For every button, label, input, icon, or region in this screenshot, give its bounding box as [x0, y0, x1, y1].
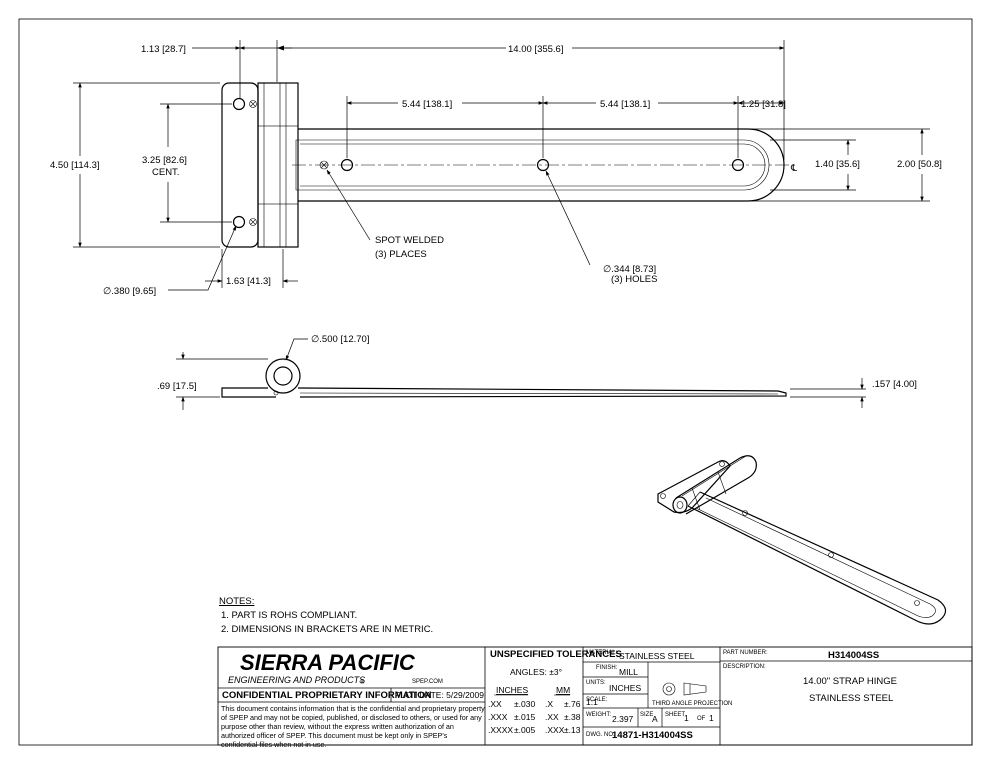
company-logo: SIERRA PACIFIC	[240, 650, 416, 675]
part-number: H314004SS	[828, 650, 879, 661]
weight-value: 2.397	[612, 714, 634, 724]
tol-row-2-mm-fmt: .XXX	[545, 725, 565, 735]
units-value: INCHES	[609, 683, 641, 693]
dim-side-height: .69 [17.5]	[157, 381, 197, 392]
side-strap	[297, 387, 787, 398]
iso-leaf-hole-1	[660, 493, 666, 499]
third-angle-projection-icon	[662, 682, 707, 696]
plot-date: PLOT DATE: 5/29/2009	[395, 690, 484, 700]
dim-overall-length: 14.00 [355.6]	[508, 44, 563, 55]
iso-strap-hole-3	[914, 600, 920, 606]
tol-row-2-mm-val: ±.13	[564, 725, 581, 735]
isometric-view	[657, 455, 947, 625]
dim-end-hole-offset: 1.25 [31.8]	[741, 99, 786, 110]
top-view: ℄ 14.00 [355.6]	[50, 40, 942, 297]
tol-inches-header: INCHES	[496, 685, 528, 695]
tol-row-0-mm-val: ±.76	[564, 699, 581, 709]
dim-leaf-height: 4.50 [114.3]	[50, 160, 100, 171]
tol-row-1-in-val: ±.015	[514, 712, 535, 722]
confidential-title: CONFIDENTIAL PROPRIETARY INFORMATION	[222, 690, 432, 701]
description-label: DESCRIPTION:	[723, 664, 766, 670]
iso-strap-hole-2	[828, 552, 834, 558]
dwg-number: 14871-H314004SS	[612, 730, 693, 741]
tol-row-0-in-fmt: .XX	[488, 699, 502, 709]
spot-weld-label: SPOT WELDED	[375, 235, 444, 246]
dim-leaf-width: 1.63 [41.3]	[226, 276, 271, 287]
side-leaf	[221, 387, 276, 398]
tol-mm-header: MM	[556, 685, 570, 695]
tolerance-angles: ANGLES: ±3°	[510, 667, 562, 677]
strap-hole-2	[536, 158, 550, 172]
strap-hole-1	[340, 158, 354, 172]
spot-weld-qty: (3) PLACES	[375, 249, 427, 260]
size-label: SIZE	[640, 712, 653, 718]
leaf-hole-bottom	[232, 215, 246, 229]
tol-row-2-in-fmt: .XXXX	[488, 725, 513, 735]
registered-mark: ®	[360, 679, 365, 686]
units-label: UNITS:	[586, 680, 606, 686]
finish-value: MILL	[619, 667, 638, 677]
material-value: STAINLESS STEEL	[619, 651, 695, 661]
notes-title: NOTES:	[219, 596, 255, 607]
leaf-hole-top	[232, 97, 246, 111]
company-subtitle: ENGINEERING AND PRODUCTS	[228, 675, 365, 685]
side-view: .69 [17.5] .157 [4.00] ∅.500 [12.70]	[157, 334, 917, 410]
dim-strap-width: 2.00 [50.8]	[897, 159, 942, 170]
part-number-label: PART NUMBER:	[723, 650, 768, 656]
confidential-text: This document contains information that …	[221, 704, 485, 749]
dim-leaf-hole-dia: ∅.380 [9.65]	[103, 286, 156, 297]
material-label: MATERIAL:	[586, 650, 618, 656]
dwg-label: DWG. NO.	[586, 732, 615, 738]
side-knuckle-outer	[265, 358, 301, 394]
iso-leaf-hole-2	[719, 461, 725, 467]
tol-row-0-in-val: ±.030	[514, 699, 535, 709]
finish-label: FINISH:	[596, 665, 618, 671]
leaf-weld-bottom	[249, 218, 257, 226]
dim-leaf-hole-cent: 3.25 [82.6]	[142, 155, 187, 166]
dim-thickness: .157 [4.00]	[872, 379, 917, 390]
company-website: SPEP.COM	[412, 679, 443, 685]
tol-row-1-mm-fmt: .XX	[545, 712, 559, 722]
spot-weld-mark	[319, 160, 329, 170]
dim-cent-label: CENT.	[152, 167, 179, 178]
iso-knuckle	[675, 455, 757, 515]
dim-knuckle-dia: ∅.500 [12.70]	[311, 334, 369, 345]
iso-strap-hole-1	[742, 510, 748, 516]
weight-label: WEIGHT:	[586, 712, 611, 718]
note-2: 2. DIMENSIONS IN BRACKETS ARE IN METRIC.	[221, 624, 434, 635]
dim-hole-spacing-2: 5.44 [138.1]	[600, 99, 650, 110]
tol-row-1-in-fmt: .XXX	[488, 712, 508, 722]
note-1: 1. PART IS ROHS COMPLIANT.	[221, 610, 358, 621]
sheet-value: 1	[684, 713, 689, 723]
of-label: OF	[697, 716, 706, 722]
tol-row-2-in-val: ±.005	[514, 725, 535, 735]
dim-strap-hole-dia: ∅.344 [8.73]	[603, 264, 656, 275]
sheet-label: SHEET	[665, 712, 685, 718]
description-line-2: STAINLESS STEEL	[809, 693, 893, 704]
tol-row-1-mm-val: ±.38	[564, 712, 581, 722]
size-value: A	[652, 714, 658, 724]
scale-label: SCALE:	[586, 697, 608, 703]
description-line-1: 14.00" STRAP HINGE	[803, 676, 897, 687]
leaf-weld-top	[249, 100, 257, 108]
dim-strap-hole-qty: (3) HOLES	[611, 274, 657, 285]
side-weld-dot	[273, 390, 279, 396]
strap-hole-3	[731, 158, 745, 172]
side-knuckle-inner	[273, 366, 293, 386]
centerline-symbol: ℄	[790, 163, 798, 174]
iso-strap	[687, 491, 947, 625]
dim-hole-spacing-1: 5.44 [138.1]	[402, 99, 452, 110]
dim-knuckle-offset: 1.13 [28.7]	[141, 44, 186, 55]
tolerances-title: UNSPECIFIED TOLERANCES	[490, 649, 622, 660]
title-block: SIERRA PACIFIC ENGINEERING AND PRODUCTS …	[217, 646, 973, 746]
scale-value: 1:1	[586, 697, 598, 707]
projection-label: THIRD ANGLE PROJECTION	[652, 701, 732, 707]
sheet-total: 1	[709, 713, 714, 723]
strap-slot	[295, 139, 770, 191]
tol-row-0-mm-fmt: .X	[545, 699, 553, 709]
dim-slot-width: 1.40 [35.6]	[815, 159, 860, 170]
